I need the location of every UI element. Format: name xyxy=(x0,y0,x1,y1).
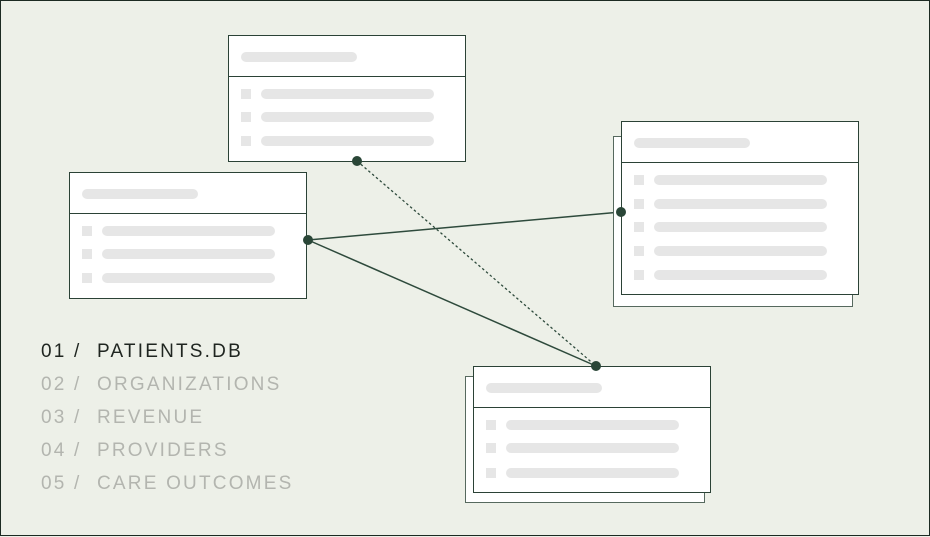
row-icon xyxy=(82,273,92,283)
row-placeholder xyxy=(102,226,275,236)
row-placeholder xyxy=(506,443,679,453)
row-placeholder xyxy=(654,199,827,209)
table-card-left[interactable] xyxy=(69,172,307,299)
connector-left-right xyxy=(307,211,622,241)
dataset-nav: 01 / PATIENTS.DB 02 / ORGANIZATIONS 03 / RE… xyxy=(41,341,293,506)
row-icon xyxy=(634,175,644,185)
row-icon xyxy=(634,246,644,256)
row-icon xyxy=(82,249,92,259)
row-icon xyxy=(241,112,251,122)
nav-item-number: 02 / xyxy=(41,374,82,395)
connector-dot-icon[interactable] xyxy=(303,235,313,245)
row-icon xyxy=(241,89,251,99)
row-placeholder xyxy=(261,136,434,146)
nav-item-providers[interactable]: 04 / PROVIDERS xyxy=(41,440,293,473)
connector-dot-icon[interactable] xyxy=(591,361,601,371)
table-card-header xyxy=(622,122,858,163)
row-placeholder xyxy=(261,112,434,122)
table-card-header xyxy=(229,36,465,77)
row-placeholder xyxy=(506,420,679,430)
nav-item-revenue[interactable]: 03 / REVENUE xyxy=(41,407,293,440)
row-icon xyxy=(634,270,644,280)
title-placeholder xyxy=(634,138,750,148)
row-icon xyxy=(634,199,644,209)
nav-item-care-outcomes[interactable]: 05 / CARE OUTCOMES xyxy=(41,473,293,506)
nav-item-label: PROVIDERS xyxy=(97,440,229,461)
row-placeholder xyxy=(654,175,827,185)
row-placeholder xyxy=(654,246,827,256)
row-icon xyxy=(634,222,644,232)
nav-item-number: 04 / xyxy=(41,440,82,461)
nav-item-number: 03 / xyxy=(41,407,82,428)
connector-left-bottom xyxy=(307,239,597,367)
nav-item-label: REVENUE xyxy=(97,407,205,428)
table-card-header xyxy=(474,367,710,408)
row-placeholder xyxy=(654,270,827,280)
row-icon xyxy=(486,468,496,478)
table-card-bottom[interactable] xyxy=(473,366,711,493)
row-placeholder xyxy=(654,222,827,232)
title-placeholder xyxy=(486,383,602,393)
row-placeholder xyxy=(102,273,275,283)
table-card-top[interactable] xyxy=(228,35,466,162)
row-icon xyxy=(241,136,251,146)
connector-dot-icon[interactable] xyxy=(352,156,362,166)
row-placeholder xyxy=(506,468,679,478)
nav-item-organizations[interactable]: 02 / ORGANIZATIONS xyxy=(41,374,293,407)
nav-item-label: ORGANIZATIONS xyxy=(97,374,282,395)
nav-item-number: 01 / xyxy=(41,341,82,362)
table-card-right[interactable] xyxy=(621,121,859,295)
row-placeholder xyxy=(261,89,434,99)
title-placeholder xyxy=(241,52,357,62)
connector-top-bottom xyxy=(356,160,597,367)
row-icon xyxy=(486,443,496,453)
title-placeholder xyxy=(82,189,198,199)
nav-item-patients[interactable]: 01 / PATIENTS.DB xyxy=(41,341,293,374)
nav-item-label: CARE OUTCOMES xyxy=(97,473,294,494)
row-icon xyxy=(82,226,92,236)
nav-item-label: PATIENTS.DB xyxy=(97,341,243,362)
nav-item-number: 05 / xyxy=(41,473,82,494)
table-card-header xyxy=(70,173,306,214)
row-icon xyxy=(486,420,496,430)
connector-dot-icon[interactable] xyxy=(616,207,626,217)
row-placeholder xyxy=(102,249,275,259)
